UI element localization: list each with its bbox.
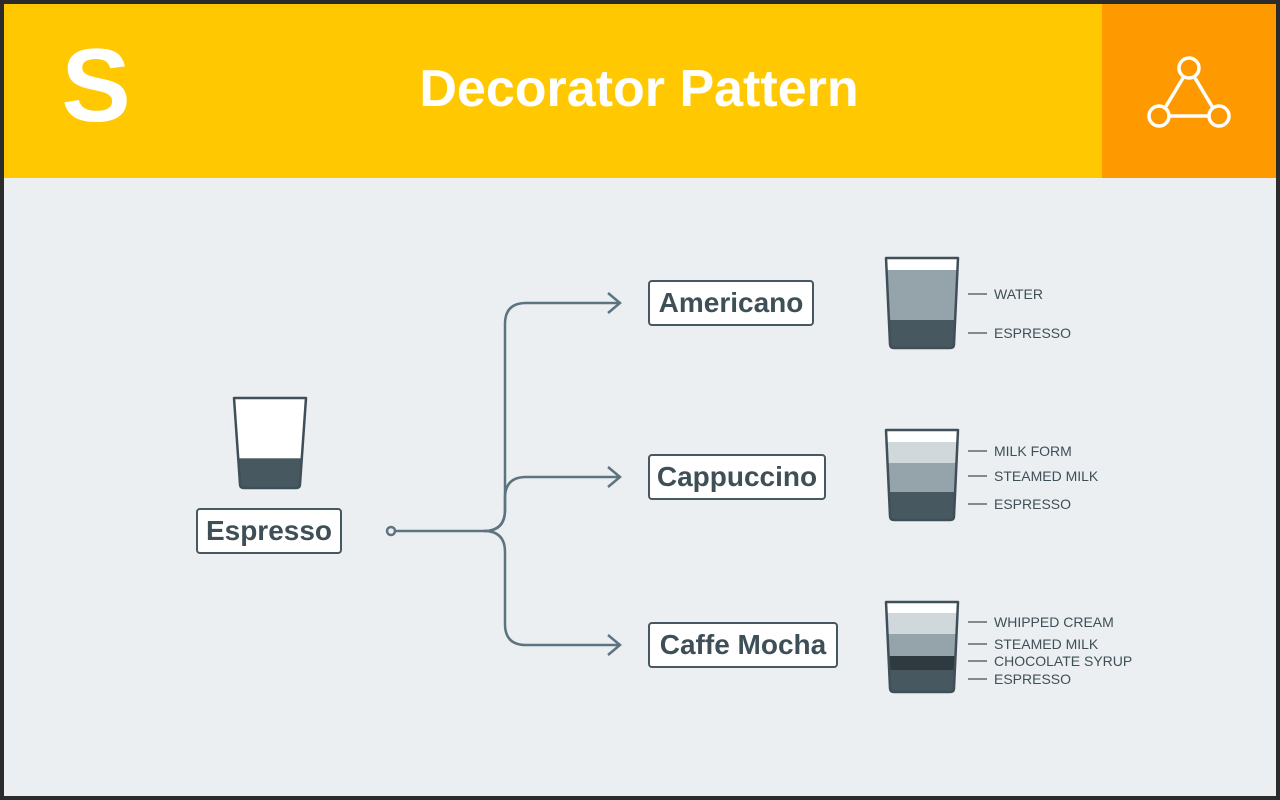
cup-layer: [886, 613, 958, 634]
cappuccino-cup-icon: [884, 428, 960, 522]
layer-label: STEAMED MILK: [994, 636, 1099, 652]
cup-layer: [886, 656, 958, 670]
layer-label: ESPRESSO: [994, 496, 1072, 512]
layer-label: ESPRESSO: [994, 325, 1072, 341]
connector-mocha: [483, 529, 618, 647]
layer-label: WHIPPED CREAM: [994, 614, 1114, 630]
cup-layer: [234, 458, 306, 488]
cappuccino-cup-fill: [886, 430, 958, 520]
americano-cup-fill: [886, 258, 958, 348]
layer-label: ESPRESSO: [994, 671, 1072, 687]
connector-diagram: [385, 292, 622, 656]
connector-cappuccino: [483, 475, 618, 533]
arrow-mocha-icon: [607, 634, 622, 656]
layer-label: MILK FORM: [994, 443, 1072, 459]
pattern-tile: [1102, 4, 1276, 178]
caffe-mocha-cup-fill: [886, 602, 958, 692]
triangle-nodes-icon: [1147, 56, 1231, 128]
cup-layer: [886, 634, 958, 656]
cup-layer: [886, 270, 958, 320]
espresso-box: Espresso: [196, 508, 342, 554]
layer-label: CHOCOLATE SYRUP: [994, 653, 1133, 669]
layer-label: STEAMED MILK: [994, 468, 1099, 484]
espresso-cup-fill: [234, 398, 306, 488]
arrow-cappuccino-icon: [607, 466, 622, 488]
layer-label: WATER: [994, 286, 1043, 302]
cup-layer: [886, 670, 958, 692]
page-title: Decorator Pattern: [419, 60, 859, 118]
cup-layer: [886, 442, 958, 463]
americano-cup-icon: [884, 256, 960, 350]
caffe-mocha-box: Caffe Mocha: [648, 622, 838, 668]
cup-layer: [886, 492, 958, 520]
logo: S: [61, 28, 131, 144]
cups-layer: [232, 256, 987, 694]
arrow-americano-icon: [607, 292, 622, 314]
cappuccino-box: Cappuccino: [648, 454, 826, 500]
caffe-mocha-cup-icon: [884, 600, 960, 694]
header-bar: S Decorator Pattern: [4, 4, 1276, 178]
americano-box: Americano: [648, 280, 814, 326]
espresso-cup-icon: [232, 396, 308, 490]
cup-layer: [886, 320, 958, 348]
cup-layer: [886, 463, 958, 492]
